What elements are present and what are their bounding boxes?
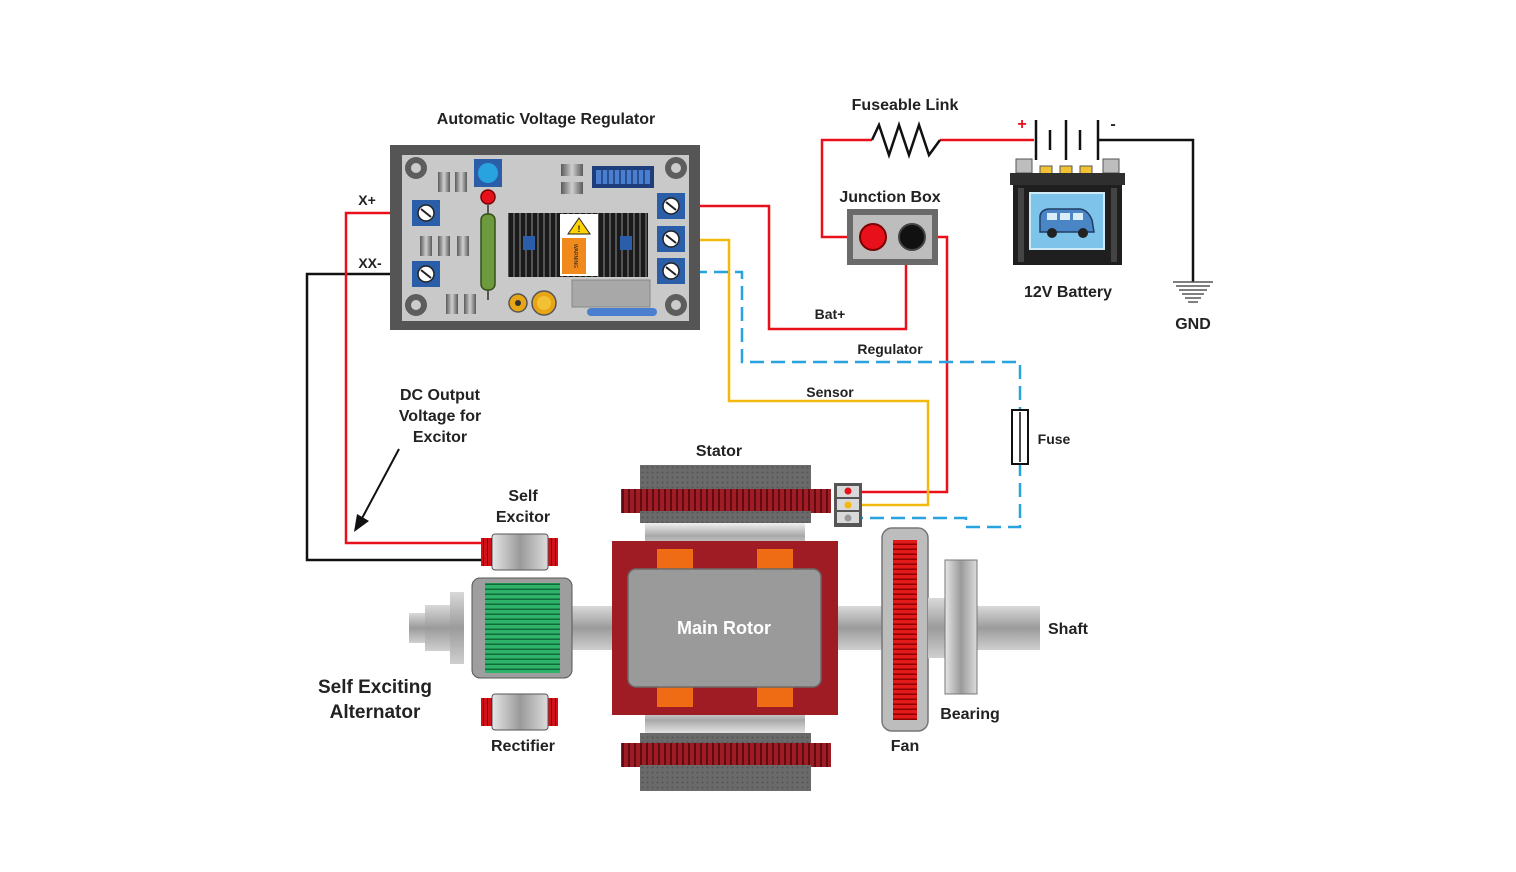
terminal-sensor [657, 226, 685, 252]
main-rotor [612, 541, 838, 715]
indicator-led-icon [480, 189, 496, 205]
fan [881, 527, 929, 732]
automatic-voltage-regulator: ! WARNING [390, 145, 700, 330]
label-main-rotor: Main Rotor [677, 618, 771, 638]
stator-top [621, 465, 831, 549]
fuseable-link-resistor-icon [870, 121, 942, 159]
label-bearing: Bearing [940, 706, 1000, 723]
label-fan: Fan [891, 738, 919, 755]
terminal-x-plus [412, 200, 440, 226]
label-xx-minus: XX- [358, 255, 382, 271]
warning-triangle-icon [567, 217, 591, 235]
ground-icon [1173, 281, 1213, 303]
terminal-black-icon [898, 223, 926, 251]
terminal-red-icon [859, 223, 887, 251]
svg-text:!: ! [578, 224, 581, 234]
battery-12v [1010, 158, 1125, 265]
wire-fuse-stator-blue-dashed [860, 462, 1022, 529]
battery-symbol-icon [1034, 120, 1100, 160]
label-12v-battery: 12V Battery [1024, 284, 1112, 301]
label-stator: Stator [696, 443, 742, 460]
van-icon [1039, 208, 1095, 238]
label-shaft: Shaft [1048, 621, 1089, 638]
label-fuseable-link: Fuseable Link [852, 97, 959, 114]
arrow-icon [359, 448, 400, 523]
label-self-excitor-line2: Excitor [496, 509, 550, 526]
wire-x-plus-red [344, 211, 483, 545]
self-excitor [481, 533, 558, 571]
wire-bat-plus-red [670, 204, 908, 331]
label-dc-output-line3: Excitor [413, 429, 467, 446]
excitor-armature [471, 577, 573, 679]
label-rectifier: Rectifier [491, 738, 555, 755]
fuse-icon [1011, 409, 1029, 465]
wire-battery-gnd-black [1100, 138, 1195, 282]
resistor-icon [480, 213, 496, 291]
terminal-regulator [657, 258, 685, 284]
label-battery-minus: - [1110, 116, 1115, 133]
rectifier [481, 693, 558, 731]
label-dc-output-line1: DC Output [400, 387, 481, 404]
label-battery-plus: + [1017, 116, 1026, 133]
label-bat-plus: Bat+ [815, 306, 846, 322]
warning-label: WARNING [572, 244, 578, 268]
avr-title: Automatic Voltage Regulator [437, 111, 655, 128]
label-fuse: Fuse [1038, 431, 1071, 447]
label-dc-output-line2: Voltage for [399, 408, 481, 425]
junction-box [847, 209, 938, 265]
label-regulator: Regulator [857, 341, 923, 357]
terminal-bat-plus [657, 193, 685, 219]
label-gnd: GND [1175, 316, 1211, 333]
label-self-excitor-line1: Self [508, 488, 538, 505]
label-sensor: Sensor [806, 384, 854, 400]
label-junction-box: Junction Box [839, 189, 940, 206]
wire-regulator-blue-dashed [672, 270, 1022, 412]
terminal-xx-minus [412, 261, 440, 287]
wire-xx-minus-black [305, 272, 483, 562]
bearing [928, 559, 978, 695]
label-alternator-line1: Self Exciting [318, 677, 432, 698]
stator-bottom [621, 707, 831, 791]
wire-sensor-yellow [672, 238, 930, 507]
stator-terminal-block [834, 483, 862, 527]
label-alternator-line2: Alternator [330, 702, 421, 723]
wire-junction-stator-red [852, 235, 949, 494]
label-x-plus: X+ [358, 192, 376, 208]
